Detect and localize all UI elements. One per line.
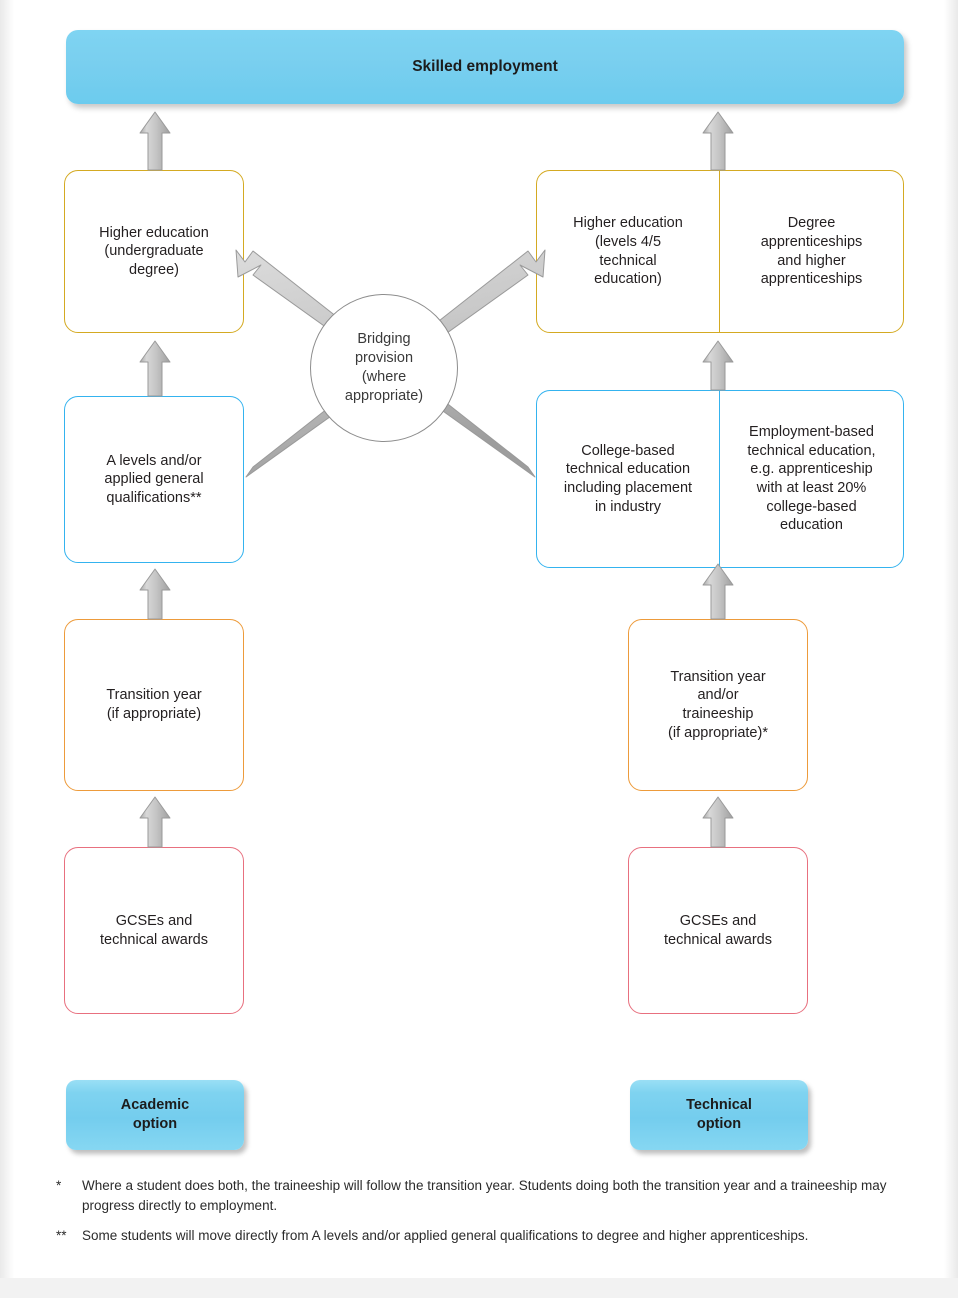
technical-option-badge: Technical option (630, 1080, 808, 1150)
academic-higher-education-box: Higher education (undergraduate degree) (64, 170, 244, 333)
skilled-employment-label: Skilled employment (412, 58, 558, 75)
academic-entry-label: GCSEs and technical awards (100, 912, 208, 948)
academic-option-badge: Academic option (66, 1080, 244, 1150)
footnote-row: ** Some students will move directly from… (56, 1226, 936, 1246)
technical-option-label: Technical option (686, 1097, 752, 1132)
technical-level3-box: College-based technical education includ… (536, 390, 904, 568)
technical-entry-label: GCSEs and technical awards (664, 912, 772, 948)
technical-entry-box: GCSEs and technical awards (628, 847, 808, 1014)
bridging-provision-label: Bridging provision (where appropriate) (344, 331, 424, 404)
arrow-technical-entry-to-transition (702, 796, 734, 848)
technical-higher-education-left-label: Higher education (levels 4/5 technical e… (573, 215, 683, 288)
academic-level3-box: A levels and/or applied general qualific… (64, 396, 244, 563)
arrow-technical-transition-to-level3 (702, 563, 734, 620)
academic-level3-label: A levels and/or applied general qualific… (104, 452, 204, 506)
page-edge-shadow-right (944, 0, 958, 1278)
technical-higher-education-right-half: Degree apprenticeships and higher appren… (720, 171, 903, 332)
footnote-text: Where a student does both, the traineesh… (82, 1178, 887, 1213)
footnote-marker: ** (56, 1228, 67, 1244)
technical-transition-label: Transition year and/or traineeship (if a… (668, 668, 768, 741)
bridging-provision-circle: Bridging provision (where appropriate) (310, 294, 458, 442)
technical-transition-box: Transition year and/or traineeship (if a… (628, 619, 808, 791)
academic-higher-education-label: Higher education (undergraduate degree) (99, 224, 209, 278)
footnote-marker: * (56, 1178, 62, 1193)
technical-higher-education-left-half: Higher education (levels 4/5 technical e… (537, 171, 720, 332)
technical-level3-right-half: Employment-based technical education, e.… (720, 391, 903, 567)
arrow-academic-he-to-employment (139, 111, 171, 171)
arrow-academic-entry-to-transition (139, 796, 171, 848)
technical-level3-left-label: College-based technical education includ… (563, 442, 693, 515)
page-bottom-strip (0, 1278, 958, 1298)
technical-level3-left-half: College-based technical education includ… (537, 391, 720, 567)
academic-option-label: Academic option (120, 1097, 190, 1132)
arrow-academic-transition-to-level3 (139, 568, 171, 620)
technical-higher-education-box: Higher education (levels 4/5 technical e… (536, 170, 904, 333)
arrow-technical-level3-to-he (702, 340, 734, 391)
skilled-employment-banner: Skilled employment (66, 30, 904, 104)
arrow-academic-level3-to-he (139, 340, 171, 397)
footnote-text: Some students will move directly from A … (82, 1228, 809, 1244)
academic-transition-box: Transition year (if appropriate) (64, 619, 244, 791)
technical-higher-education-right-label: Degree apprenticeships and higher appren… (760, 215, 863, 288)
academic-transition-label: Transition year (if appropriate) (106, 687, 202, 722)
footnote-row: * Where a student does both, the trainee… (56, 1176, 936, 1215)
arrow-technical-he-to-employment (702, 111, 734, 171)
technical-level3-right-label: Employment-based technical education, e.… (747, 424, 876, 534)
academic-entry-box: GCSEs and technical awards (64, 847, 244, 1014)
page-edge-shadow-left (0, 0, 14, 1278)
footnotes: * Where a student does both, the trainee… (56, 1176, 936, 1257)
